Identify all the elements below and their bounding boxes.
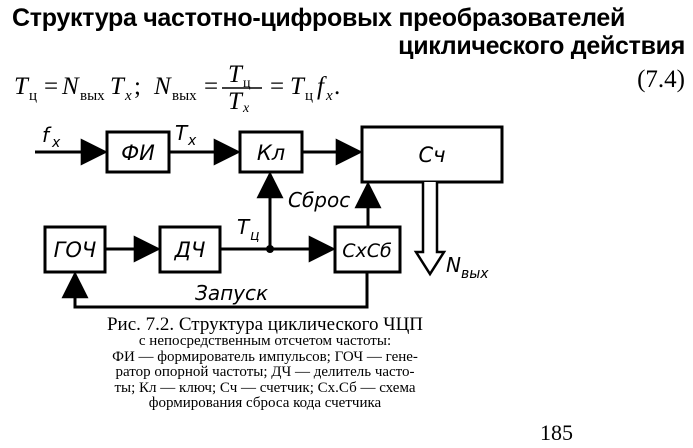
formula-frac-denominator-sub: x bbox=[242, 101, 250, 112]
formula-equals-3: = bbox=[270, 73, 284, 100]
label-goch: ГОЧ bbox=[54, 238, 97, 262]
caption-title: Рис. 7.2. Структура циклического ЧЦП bbox=[106, 314, 424, 335]
output-arrow bbox=[413, 182, 447, 277]
heading-line-2: циклического действия bbox=[398, 32, 685, 60]
label-sch: Сч bbox=[418, 143, 445, 167]
equation-number: (7.4) bbox=[637, 66, 685, 93]
label-kl: Кл bbox=[257, 141, 285, 165]
formula-frac-numerator-sub: ц bbox=[243, 76, 251, 91]
signal-tx-sub: x bbox=[187, 133, 197, 149]
label-sxsb: СхСб bbox=[342, 240, 392, 262]
formula-n-out-2: N bbox=[153, 73, 172, 100]
formula-period: . bbox=[334, 73, 340, 100]
formula-t-cycle-sub: ц bbox=[29, 88, 37, 104]
formula-n-out-2-sub: вых bbox=[172, 88, 197, 104]
formula-t-cycle-2: T bbox=[290, 73, 306, 100]
formula-frac-denominator: T bbox=[228, 88, 244, 112]
signal-start: Запуск bbox=[195, 281, 268, 305]
page-number: 185 bbox=[540, 420, 573, 445]
heading-line-1: Структура частотно-цифровых преобразоват… bbox=[12, 4, 626, 32]
formula-t-x: T bbox=[110, 73, 126, 100]
formula-equals-1: = bbox=[44, 73, 58, 100]
caption-line-2: с непосредственным отсчетом частоты: bbox=[138, 333, 392, 349]
signal-tc-sub: ц bbox=[250, 228, 260, 244]
formula-equals-2: = bbox=[204, 73, 218, 100]
label-dch: ДЧ bbox=[174, 238, 206, 262]
signal-reset: Сброс bbox=[288, 188, 350, 212]
signal-nout-sub: вых bbox=[461, 266, 489, 282]
formula-frac-numerator: T bbox=[228, 62, 244, 88]
formula-n-out-sub: вых bbox=[80, 88, 105, 104]
caption-line-4: ратор опорной частоты; ДЧ — делитель час… bbox=[115, 364, 415, 380]
signal-fx: f bbox=[42, 123, 52, 147]
formula-f-x-sub: x bbox=[325, 88, 333, 104]
formula-7-4: T ц = N вых T x ; N вых = T ц T x = T ц … bbox=[14, 62, 340, 112]
caption-line-6: формирования сброса кода счетчика bbox=[148, 395, 382, 411]
signal-nout: N bbox=[446, 253, 461, 277]
signal-tc: T bbox=[237, 215, 251, 239]
formula-t-cycle-2-sub: ц bbox=[305, 88, 313, 104]
formula-n-out: N bbox=[61, 73, 80, 100]
formula-t-cycle: T bbox=[14, 73, 30, 100]
signal-fx-sub: x bbox=[51, 135, 61, 151]
formula-f-x: f bbox=[317, 73, 327, 100]
label-fi: ФИ bbox=[121, 141, 155, 165]
figure-caption: Рис. 7.2. Структура циклического ЧЦП с н… bbox=[30, 314, 500, 412]
block-diagram: ФИ Кл Сч ГОЧ ДЧ СхСб f x T x T ц Сброс З… bbox=[35, 121, 504, 309]
caption-line-3: ФИ — формирователь импульсов; ГОЧ — гене… bbox=[112, 348, 418, 365]
arrow-start-feedback bbox=[61, 271, 369, 309]
signal-tx: T bbox=[175, 121, 189, 145]
formula-t-x-sub: x bbox=[124, 88, 132, 104]
formula-separator: ; bbox=[134, 73, 141, 100]
junction-dot bbox=[266, 245, 274, 253]
caption-line-5: ты; Кл — ключ; Сч — счетчик; Сх.Сб — схе… bbox=[114, 379, 416, 396]
